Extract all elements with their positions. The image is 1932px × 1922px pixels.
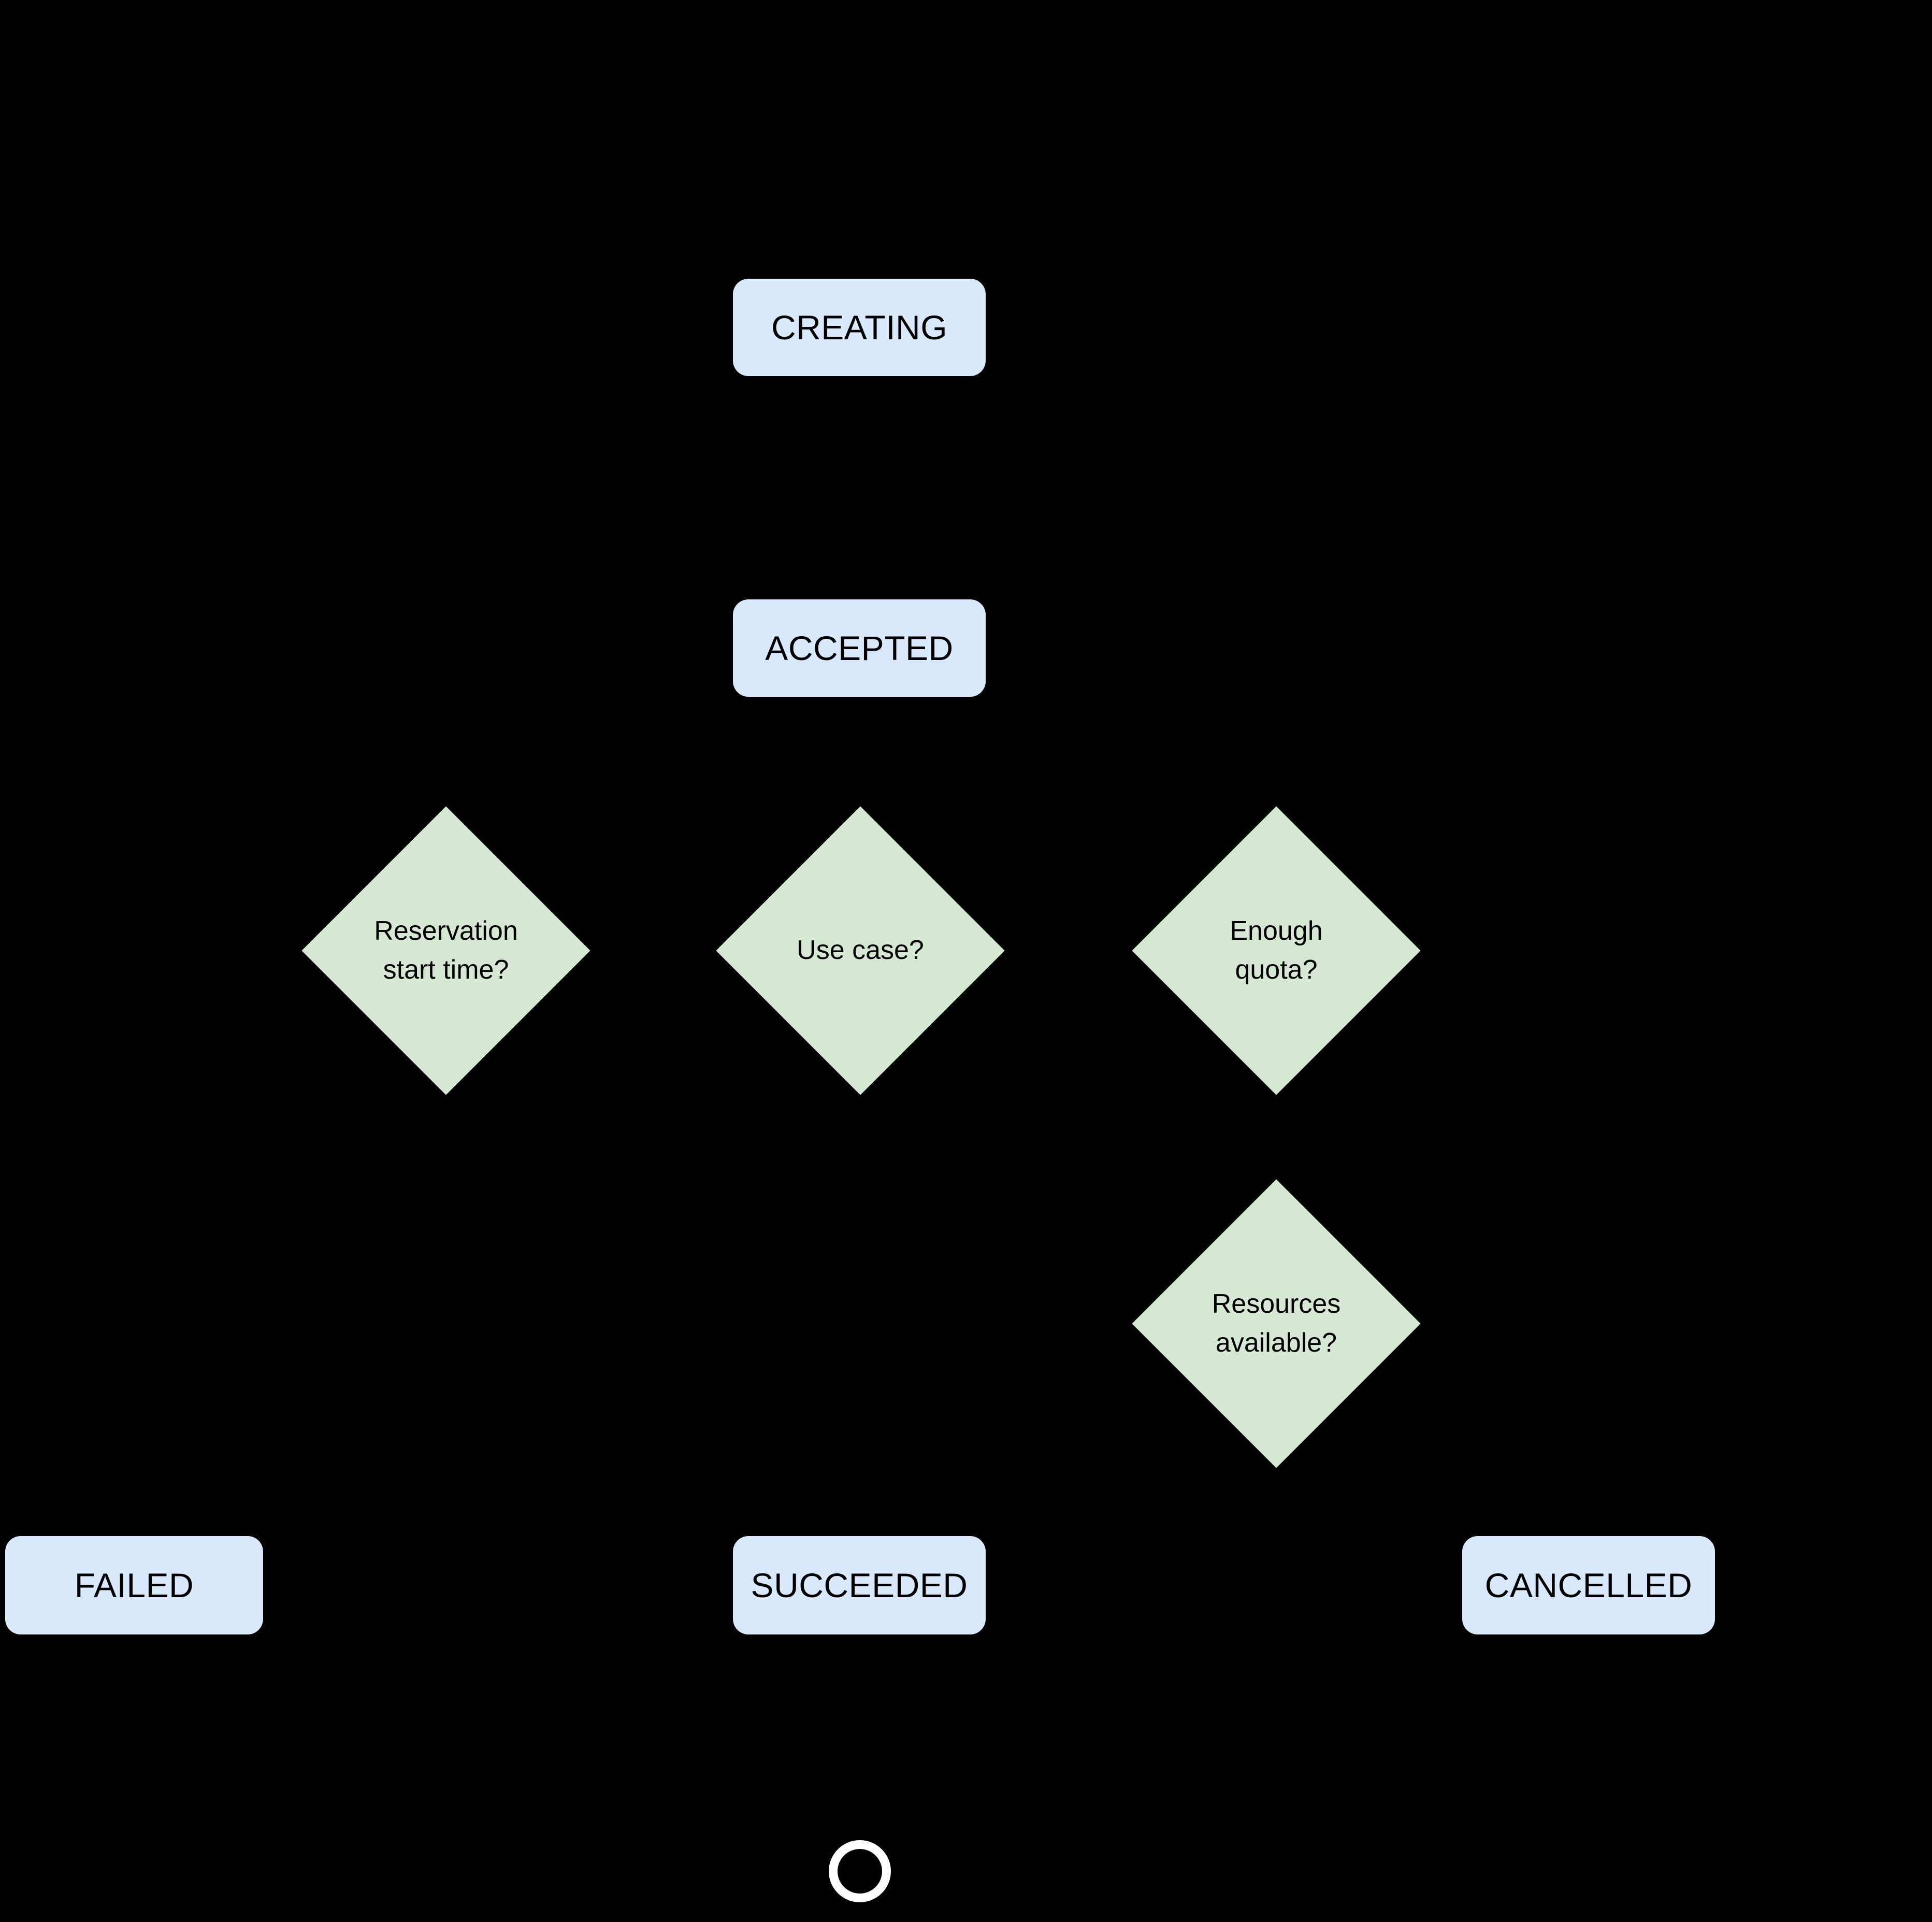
- state-node-accepted[interactable]: ACCEPTED: [733, 599, 986, 697]
- state-node-cancelled[interactable]: CANCELLED: [1462, 1536, 1715, 1634]
- decision-node-resources-available[interactable]: Resources available?: [1132, 1179, 1421, 1468]
- edge-reservation-start-to-failed: [444, 1053, 448, 1536]
- decision-line-2: start time?: [383, 955, 509, 985]
- state-node-succeeded[interactable]: SUCCEEDED: [733, 1536, 986, 1634]
- decision-node-use-case[interactable]: Use case?: [716, 806, 1005, 1095]
- edge-use-case-to-succeeded: [858, 1053, 862, 1536]
- state-node-creating[interactable]: CREATING: [733, 279, 986, 376]
- decision-line-1: Reservation: [374, 915, 518, 946]
- decision-line-1: Resources: [1212, 1288, 1341, 1319]
- edge-succeeded-to-terminal: [858, 1634, 862, 1842]
- edge-reservation-start-to-failed-h: [134, 1533, 446, 1538]
- decision-label-resources-available: Resources available?: [1196, 1285, 1356, 1363]
- end-terminal-ring-icon: [829, 1840, 891, 1902]
- edge-accepted-trunk: [857, 697, 861, 774]
- decision-line-1: Use case?: [797, 935, 924, 966]
- edge-creating-to-accepted: [857, 376, 861, 599]
- decision-label-use-case: Use case?: [781, 931, 940, 970]
- decision-line-2: quota?: [1235, 955, 1318, 985]
- decision-label-reservation-start-time: Reservation start time?: [366, 912, 525, 990]
- state-label-creating: CREATING: [771, 308, 948, 347]
- state-label-succeeded: SUCCEEDED: [751, 1566, 968, 1604]
- edge-resources-to-cancelled-h: [1274, 1533, 1590, 1538]
- decision-line-1: Enough: [1230, 915, 1323, 946]
- decision-label-enough-quota: Enough quota?: [1196, 912, 1356, 990]
- decision-line-2: available?: [1215, 1328, 1337, 1358]
- state-label-cancelled: CANCELLED: [1484, 1566, 1693, 1604]
- decision-node-reservation-start-time[interactable]: Reservation start time?: [301, 806, 590, 1095]
- state-node-failed[interactable]: FAILED: [5, 1536, 263, 1634]
- decision-node-enough-quota[interactable]: Enough quota?: [1132, 806, 1421, 1095]
- edge-resources-to-cancelled: [1274, 1426, 1278, 1536]
- state-label-accepted: ACCEPTED: [765, 628, 954, 667]
- state-label-failed: FAILED: [74, 1566, 194, 1604]
- edge-enough-quota-to-resources: [1274, 1053, 1278, 1222]
